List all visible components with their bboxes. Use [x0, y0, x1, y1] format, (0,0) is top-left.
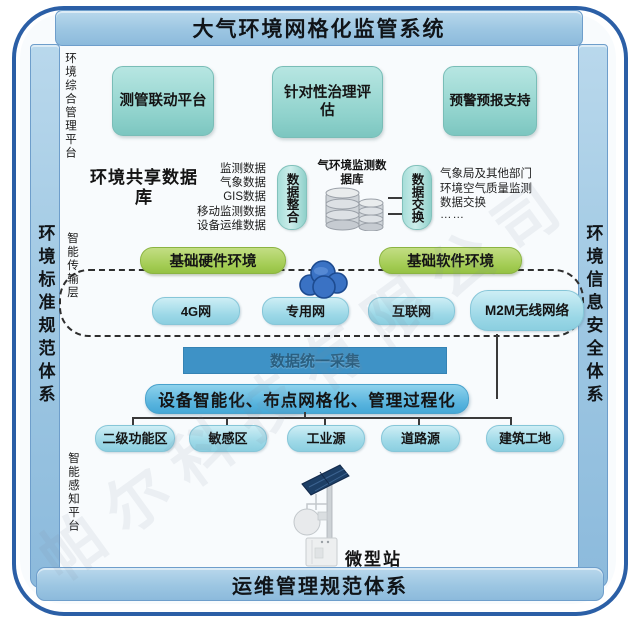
connector-line — [304, 412, 306, 418]
management-bar: 设备智能化、布点网格化、管理过程化 — [145, 384, 469, 414]
exchange-more-ellipsis: …… — [440, 209, 465, 221]
left-frame-label: 环境标准规范体系 — [35, 224, 55, 408]
management-bar-label: 设备智能化、布点网格化、管理过程化 — [158, 392, 456, 410]
site-node-label: 二级功能区 — [102, 431, 168, 446]
hardware-env-label: 基础硬件环境 — [169, 254, 257, 270]
site-node-label: 敏感区 — [208, 431, 248, 446]
connector-line — [132, 418, 134, 426]
connector-line — [496, 334, 498, 399]
outer-frame-border — [12, 6, 628, 616]
data-exchange-label: 数据交换 — [409, 172, 424, 223]
connector-line — [510, 418, 512, 426]
diagram-title: 大气环境网格化监管系统 — [192, 18, 446, 41]
shared-db-item-list: 监测数据 气象数据 GIS数据 移动监测数据 设备运维数据 — [192, 162, 266, 233]
site-node-construction-site: 建筑工地 — [486, 425, 564, 452]
monitoring-db-title: 气环境监测数据库 — [317, 160, 387, 186]
right-frame-label: 环境信息安全体系 — [583, 224, 603, 408]
platform-box-label: 针对性治理评估 — [284, 85, 371, 119]
data-collection-bar: 数据统一采集 — [183, 347, 447, 374]
software-env-pill: 基础软件环境 — [379, 247, 522, 274]
data-exchange-pill: 数据交换 — [402, 165, 432, 230]
bottom-banner: 运维管理规范体系 — [36, 567, 604, 601]
exchange-partner-text: 气象局及其他部门环境空气质量监测数据交换 — [440, 168, 532, 209]
platform-box-label: 预警预报支持 — [449, 93, 531, 108]
site-node-road-source: 道路源 — [381, 425, 460, 452]
perception-layer-label: 智能感知平台 — [67, 452, 79, 533]
connector-line — [226, 418, 228, 426]
platform-box-linkage: 测管联动平台 — [112, 66, 214, 136]
cloud-icon — [299, 260, 348, 299]
site-node-functional-zone: 二级功能区 — [95, 425, 175, 452]
connector-line — [388, 197, 402, 199]
site-node-label: 建筑工地 — [498, 431, 551, 446]
connector-line — [388, 213, 402, 215]
data-integration-label: 数据整合 — [284, 172, 299, 223]
shared-db-item: 移动监测数据 — [197, 205, 266, 218]
station-label: 微型站 — [345, 550, 402, 569]
shared-db-item: 监测数据 — [220, 163, 266, 175]
platform-box-forecast: 预警预报支持 — [443, 66, 537, 136]
network-node-private: 专用网 — [262, 297, 349, 325]
network-node-4g: 4G网 — [152, 297, 240, 325]
network-node-label: 专用网 — [285, 303, 325, 319]
shared-db-item: GIS数据 — [223, 191, 266, 204]
micro-station-illustration — [293, 464, 350, 567]
network-node-m2m: M2M无线网络 — [470, 290, 584, 331]
shared-db-title: 环境共享数据库 — [90, 168, 198, 207]
site-node-label: 工业源 — [306, 431, 346, 446]
management-layer-label: 环境综合管理平台 — [64, 52, 76, 160]
connector-line — [418, 418, 420, 426]
bottom-frame-label: 运维管理规范体系 — [232, 575, 408, 598]
network-node-label: 4G网 — [180, 303, 212, 319]
data-collection-label: 数据统一采集 — [269, 353, 360, 370]
site-node-sensitive-area: 敏感区 — [189, 425, 267, 452]
platform-box-evaluation: 针对性治理评估 — [272, 66, 383, 138]
dome-sensor-icon — [293, 508, 321, 536]
site-node-label: 道路源 — [400, 431, 440, 446]
connector-line — [132, 417, 512, 419]
site-node-industrial-source: 工业源 — [287, 425, 365, 452]
platform-box-label: 测管联动平台 — [119, 93, 207, 109]
connector-line — [324, 418, 326, 426]
left-frame-banner: 环境标准规范体系 — [30, 44, 60, 588]
network-node-label: 互联网 — [391, 303, 431, 319]
network-node-internet: 互联网 — [368, 297, 455, 325]
hardware-env-pill: 基础硬件环境 — [140, 247, 286, 274]
network-node-label: M2M无线网络 — [485, 303, 569, 318]
shared-db-item: 气象数据 — [220, 177, 266, 190]
software-env-label: 基础软件环境 — [407, 254, 494, 270]
top-banner: 大气环境网格化监管系统 — [55, 10, 583, 46]
data-integration-pill: 数据整合 — [277, 165, 307, 230]
transmission-layer-label: 智能传输层 — [66, 232, 78, 300]
shared-db-item: 设备运维数据 — [197, 219, 266, 232]
database-icon — [325, 187, 384, 231]
